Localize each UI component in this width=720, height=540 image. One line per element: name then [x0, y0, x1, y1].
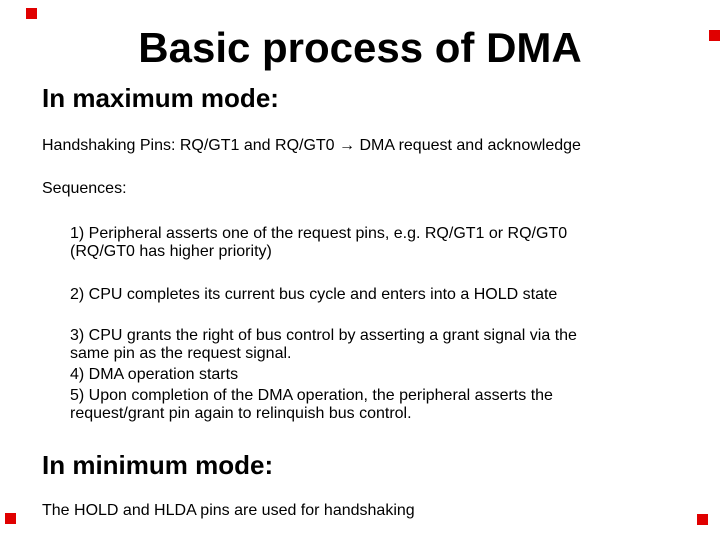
- corner-marker-right: [709, 30, 720, 41]
- corner-marker-top-left: [26, 8, 37, 19]
- min-mode-body-line: The HOLD and HLDA pins are used for hand…: [42, 502, 415, 519]
- step-1: 1) Peripheral asserts one of the request…: [70, 225, 568, 260]
- corner-marker-bottom-left: [5, 513, 16, 524]
- handshaking-pins-line: Handshaking Pins: RQ/GT1 and RQ/GT0 → DM…: [42, 137, 581, 154]
- slide-title: Basic process of DMA: [138, 24, 582, 71]
- corner-marker-bottom-right: [697, 514, 708, 525]
- sequences-label: Sequences:: [42, 180, 127, 197]
- max-mode-heading: In maximum mode:: [42, 83, 279, 113]
- step-5: 5) Upon completion of the DMA operation,…: [70, 387, 553, 422]
- step-3: 3) CPU grants the right of bus control b…: [70, 327, 577, 362]
- min-mode-heading: In minimum mode:: [42, 450, 274, 480]
- step-2: 2) CPU completes its current bus cycle a…: [70, 286, 558, 303]
- step-4: 4) DMA operation starts: [70, 366, 239, 383]
